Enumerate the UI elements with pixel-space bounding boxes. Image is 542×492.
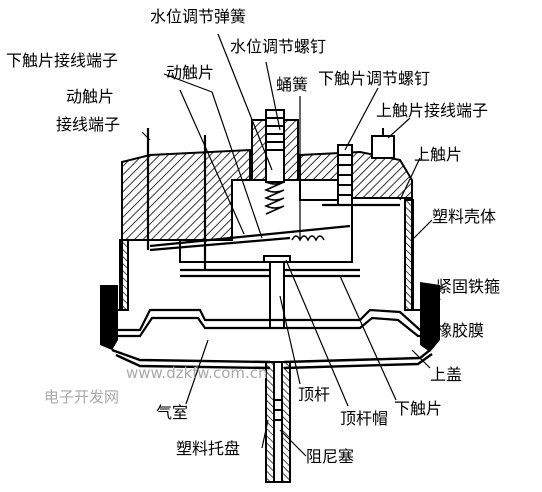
- label-moving-contact-terminal-2: 接线端子: [56, 115, 121, 134]
- label-moving-contact-terminal-1: 动触片: [66, 87, 115, 106]
- plastic-tray-stem: [265, 361, 291, 483]
- label-lower-contact-terminal: 下触片接线端子: [6, 51, 119, 70]
- lower-adjust-screw: [337, 144, 353, 206]
- label-lower-contact: 下触片: [394, 399, 443, 418]
- adjust-screw-boss: [251, 109, 299, 183]
- upper-terminal-block: [371, 128, 395, 159]
- label-rubber-membrane: 橡胶膜: [436, 321, 485, 340]
- label-push-rod-cap: 顶杆帽: [340, 409, 389, 428]
- watermark-site: 电子开发网: [44, 388, 120, 406]
- watermark-url: www.dzkfw.com.cn: [126, 364, 268, 382]
- label-water-level-spring: 水位调节弹簧: [150, 7, 247, 26]
- label-lower-contact-adjust-screw: 下触片调节螺钉: [318, 69, 431, 88]
- iron-hoop: [100, 282, 440, 352]
- label-plastic-shell: 塑料壳体: [432, 207, 497, 226]
- rubber-membrane: [108, 308, 440, 338]
- leader-lines: [141, 33, 441, 457]
- water-level-spring: [264, 181, 285, 215]
- bellows-spring: [291, 235, 325, 242]
- label-push-rod: 顶杆: [298, 385, 331, 404]
- label-upper-contact-terminal: 上触片接线端子: [376, 101, 489, 120]
- moving-contact: [149, 224, 351, 252]
- label-air-chamber: 气室: [156, 403, 189, 422]
- label-plastic-tray: 塑料托盘: [176, 439, 241, 458]
- label-upper-cover: 上盖: [430, 365, 463, 384]
- label-iron-hoop: 紧固铁箍: [436, 277, 501, 296]
- push-rod: [263, 255, 291, 329]
- label-upper-contact: 上触片: [414, 145, 463, 164]
- label-moving-contact: 动触片: [166, 63, 215, 82]
- terminal-pins: [146, 128, 207, 270]
- label-damping-plug: 阻尼塞: [306, 447, 355, 466]
- label-water-level-screw: 水位调节螺钉: [230, 37, 327, 56]
- plastic-shell: [111, 148, 420, 311]
- label-bellows-spring: 蛹簧: [276, 75, 309, 94]
